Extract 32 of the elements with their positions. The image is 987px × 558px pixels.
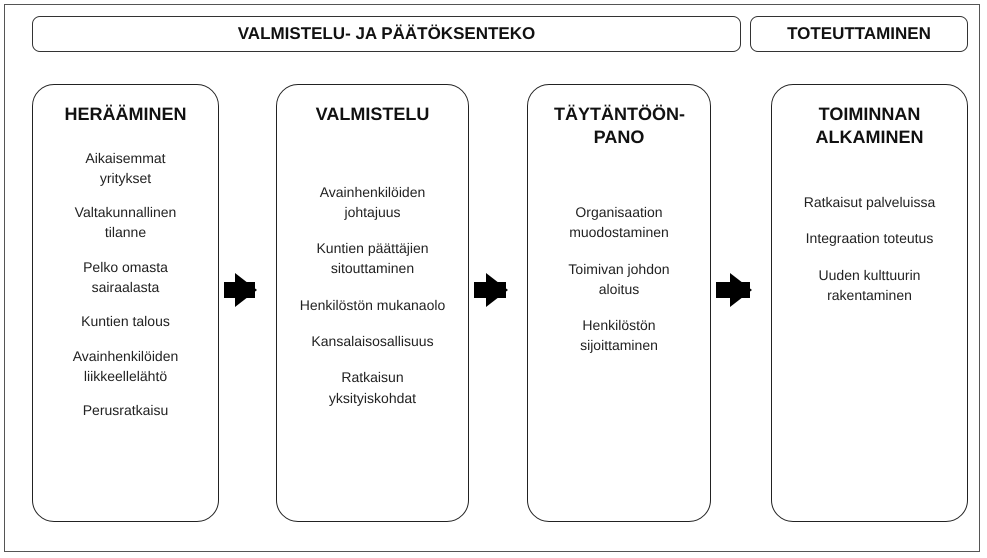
stage-item: Henkilöstön sijoittaminen [579, 316, 659, 356]
stage-item: Pelko omasta sairaalasta [82, 258, 169, 297]
phase-band [32, 16, 741, 52]
stage-item: Aikaisemmat yritykset [84, 148, 167, 188]
stage-item: Kuntien talous [81, 312, 170, 332]
stage-box [527, 84, 711, 522]
stage-item: Avainhenkilöiden liikkeellelähtö [72, 346, 180, 386]
stage-heading: HERÄÄMINEN [64, 103, 186, 126]
stage-item: Kuntien päättäjien sitouttaminen [315, 239, 430, 278]
stage-item: Uuden kulttuurin rakentaminen [818, 266, 922, 305]
band-title: TOTEUTTAMINEN [787, 24, 931, 44]
stage-heading: TÄYTÄNTÖÖN- PANO [554, 103, 684, 148]
stage-box [32, 84, 219, 522]
band-title: VALMISTELU- JA PÄÄTÖKSENTEKO [238, 24, 536, 44]
stage-box [276, 84, 469, 522]
phase-band [750, 16, 968, 52]
stage-item: Ratkaisun yksityiskohdat [328, 368, 418, 408]
stage-item: Valtakunnallinen tilanne [74, 203, 178, 242]
stage-box [771, 84, 968, 522]
stage-item: Avainhenkilöiden johtajuus [318, 182, 426, 222]
block-arrow [716, 273, 752, 307]
stage-item: Henkilöstön mukanaolo [300, 296, 446, 315]
block-arrow [224, 273, 257, 307]
stage-item: Toimivan johdon aloitus [567, 260, 671, 299]
stage-item: Ratkaisut palveluissa [804, 193, 936, 212]
stage-item: Organisaation muodostaminen [568, 203, 670, 242]
stage-item: Integraation toteutus [806, 229, 934, 248]
stage-item: Perusratkaisu [82, 401, 168, 420]
stage-item: Kansalaisosallisuus [311, 332, 434, 351]
stage-heading: VALMISTELU [316, 103, 430, 126]
block-arrow [474, 273, 508, 307]
stage-heading: TOIMINNAN ALKAMINEN [814, 103, 924, 148]
